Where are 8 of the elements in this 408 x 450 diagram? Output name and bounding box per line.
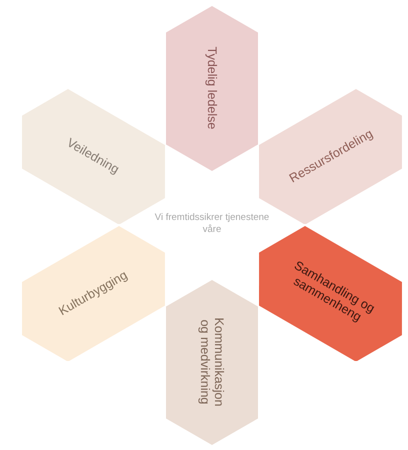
hexagon-tile	[259, 226, 402, 362]
tile-label: Kommunikasjon og medvirkning	[198, 316, 226, 408]
hexagon-tile	[22, 226, 165, 362]
center-text: Vi fremtidssikrer tjenestene våre	[154, 212, 270, 236]
tile-label: Tydelig ledelse	[205, 46, 219, 132]
hexagon-tile	[22, 88, 165, 224]
hexagon-tile	[166, 6, 258, 170]
hexagon-tile	[166, 280, 258, 444]
